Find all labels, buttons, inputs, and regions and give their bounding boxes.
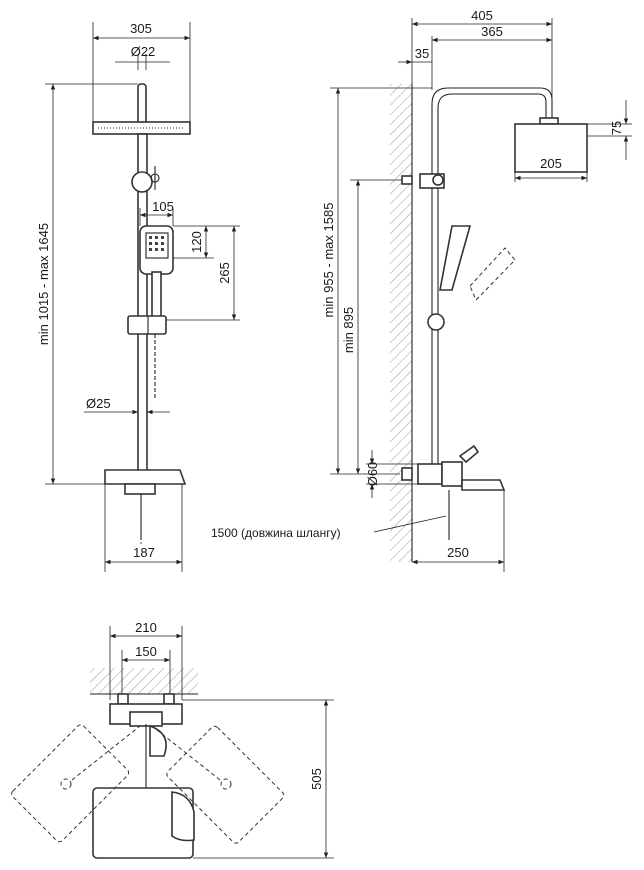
dim-min-height: min 895 (341, 307, 356, 353)
dim-pipe-diameter: Ø25 (86, 396, 111, 411)
side-view: 405 365 35 75 205 (211, 8, 632, 572)
dim-total-depth: 405 (471, 8, 493, 23)
dim-head-depth: 205 (540, 156, 562, 171)
dim-handshower-head-height: 120 (189, 231, 204, 253)
dim-height-range: min 1015 - max 1645 (36, 223, 51, 345)
dim-inlet-spacing: 150 (135, 644, 157, 659)
side-hand-shower-tilted (469, 247, 516, 301)
dim-spout-length: 250 (447, 545, 469, 560)
hose-length-note: 1500 (довжина шлангу) (211, 526, 341, 540)
dim-mixer-width: 187 (133, 545, 155, 560)
dim-wall-offset: 35 (415, 46, 429, 61)
dim-head-width: 305 (130, 21, 152, 36)
dim-arm-reach: 365 (481, 24, 503, 39)
dim-head-height: 75 (609, 121, 624, 135)
slide-bar-holder (127, 315, 167, 335)
front-view: 305 Ø22 105 120 (36, 21, 240, 572)
dim-inlet-diameter: Ø60 (365, 462, 380, 487)
side-mixer (441, 461, 463, 487)
dim-handshower-width: 105 (152, 199, 174, 214)
dim-rotation-depth: 505 (309, 768, 324, 790)
bath-mixer (104, 469, 187, 485)
dim-side-height-range: min 955 - max 1585 (321, 203, 336, 318)
top-head-rotated-right (166, 725, 285, 844)
side-shower-head (514, 123, 588, 173)
top-wall-hatch (90, 668, 198, 694)
top-view: 210 150 505 (11, 620, 334, 859)
side-hand-shower (439, 225, 472, 291)
dim-handshower-length: 265 (217, 262, 232, 284)
dim-top-mixer-width: 210 (135, 620, 157, 635)
wall-hatch (390, 84, 412, 562)
dim-arm-diameter: Ø22 (131, 44, 156, 59)
